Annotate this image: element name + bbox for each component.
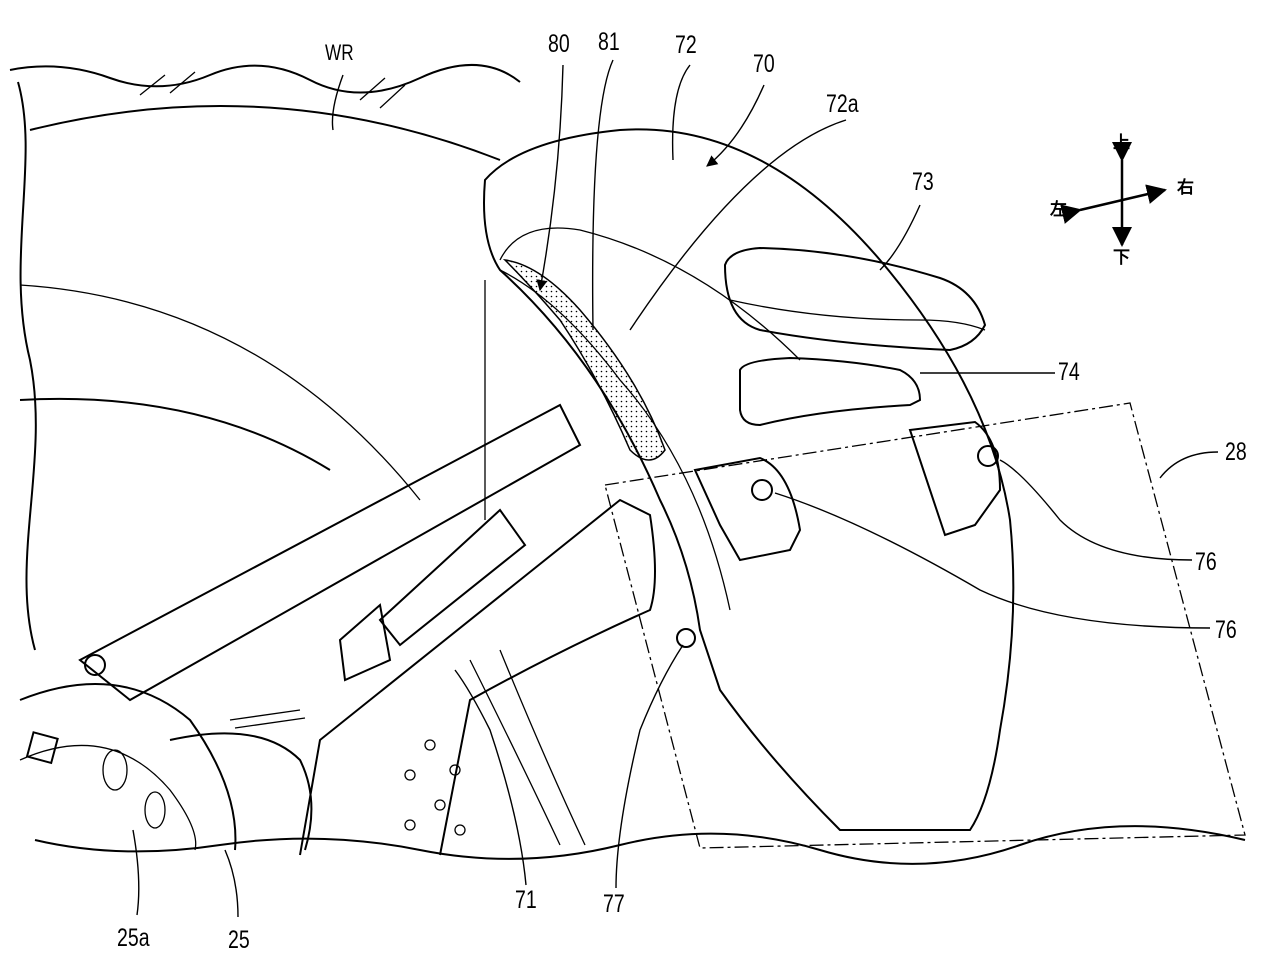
frame-71 xyxy=(78,403,696,856)
compass-down: 下 xyxy=(1113,248,1130,268)
hub xyxy=(19,654,466,851)
label-25: 25 xyxy=(228,926,250,954)
label-81: 81 xyxy=(598,28,620,56)
label-wr: WR xyxy=(325,40,354,65)
label-77: 77 xyxy=(603,890,625,918)
label-80: 80 xyxy=(548,30,570,58)
seal-member xyxy=(502,258,666,461)
region-28 xyxy=(604,402,1246,849)
brake-disc-holes xyxy=(404,739,466,836)
label-25a: 25a xyxy=(117,924,150,952)
leader-lines xyxy=(132,59,1219,918)
brackets xyxy=(693,420,1002,562)
rear-fender xyxy=(483,128,1015,831)
direction-compass xyxy=(1060,142,1167,247)
label-76-lower: 76 xyxy=(1215,616,1237,644)
label-73: 73 xyxy=(912,168,934,196)
label-74: 74 xyxy=(1058,358,1080,386)
label-76-upper: 76 xyxy=(1195,548,1217,576)
label-28: 28 xyxy=(1225,438,1247,466)
break-lines xyxy=(9,63,1246,865)
tail-light xyxy=(723,246,987,427)
label-72a: 72a xyxy=(826,90,859,118)
compass-left: 左 xyxy=(1050,200,1067,220)
compass-right: 右 xyxy=(1177,178,1194,198)
compass-up: 上 xyxy=(1113,133,1130,153)
label-70: 70 xyxy=(753,50,775,78)
label-71: 71 xyxy=(515,886,537,914)
label-72: 72 xyxy=(675,31,697,59)
rear-wheel xyxy=(19,71,586,846)
